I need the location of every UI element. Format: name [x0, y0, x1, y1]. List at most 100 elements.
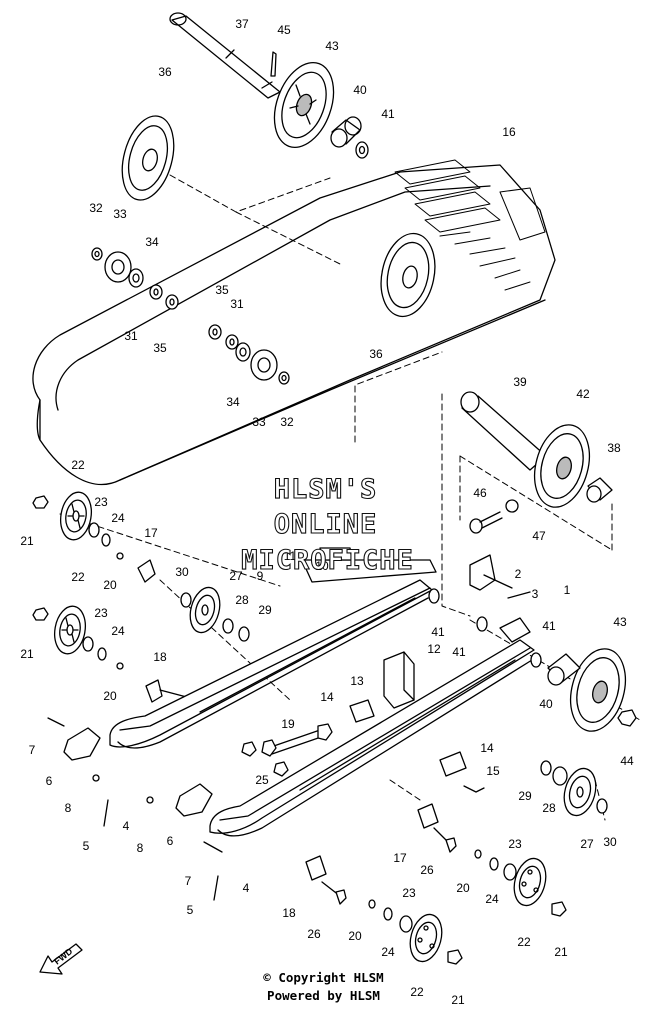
callout-number: 26: [420, 863, 434, 877]
washer-top: [355, 141, 369, 159]
bolt-and-bracket: [469, 499, 531, 599]
slide-wheel-upper-left: [60, 491, 92, 541]
callout-number: 23: [94, 606, 108, 620]
axle-bracket-lower: [145, 679, 199, 703]
callout-number: 22: [517, 935, 531, 949]
callout-number: 27: [229, 569, 243, 583]
callout-number: 8: [65, 801, 72, 815]
callout-number: 34: [226, 395, 240, 409]
callout-number: 35: [153, 341, 167, 355]
callout-number: 24: [111, 624, 125, 638]
callout-number: 5: [83, 839, 90, 853]
forward-arrow: [39, 943, 83, 975]
slide-rail-right: [209, 617, 535, 837]
callout-number: 26: [307, 927, 321, 941]
callout-number: 6: [46, 774, 53, 788]
callout-number: 16: [502, 125, 516, 139]
slide-rail-left: [109, 547, 437, 749]
axle-bracket-right: [417, 803, 457, 853]
callout-number: 45: [277, 23, 291, 37]
callout-number: 36: [158, 65, 172, 79]
callout-number: 46: [473, 486, 487, 500]
callout-number: 14: [320, 690, 334, 704]
callout-number: 29: [518, 789, 532, 803]
watermark-line-3: MICROFICHE: [241, 544, 414, 576]
wheel-spacer-top: [330, 116, 362, 148]
callout-number: 23: [508, 837, 522, 851]
axle-bracket-bottom: [305, 855, 347, 905]
callout-number: 22: [410, 985, 424, 999]
callout-number: 30: [603, 835, 617, 849]
callout-number: 7: [29, 743, 36, 757]
idler-wheel-lower-right: [530, 648, 637, 732]
washers-right: [428, 588, 488, 632]
callout-number: 25: [255, 773, 269, 787]
callout-number: 18: [282, 906, 296, 920]
idler-wheel-left: [121, 115, 175, 201]
slide-wheel-bottom: [368, 899, 463, 965]
callout-number: 9: [257, 569, 264, 583]
slide-wheel-mid-left: [54, 605, 86, 655]
callout-number: 41: [381, 107, 395, 121]
callout-number: 1: [564, 583, 571, 597]
callout-number: 20: [103, 578, 117, 592]
watermark-line-1: HLSM'S: [273, 473, 378, 505]
callout-number: 33: [252, 415, 266, 429]
callout-number: 21: [20, 647, 34, 661]
callout-number: 42: [576, 387, 590, 401]
callout-number: 47: [532, 529, 546, 543]
callout-number: 32: [89, 201, 103, 215]
callout-number: 13: [350, 674, 364, 688]
rear-axle-shaft: [169, 12, 281, 99]
callout-number: 21: [451, 993, 465, 1007]
callout-number: 3: [532, 587, 539, 601]
callout-number: 24: [485, 892, 499, 906]
slide-wheel-right: [540, 760, 608, 817]
rail-tip-upper: [47, 717, 109, 827]
callout-number: 21: [20, 534, 34, 548]
callout-number: 44: [620, 754, 634, 768]
callout-number: 33: [113, 207, 127, 221]
callout-number: 20: [456, 881, 470, 895]
callout-number: 4: [123, 819, 130, 833]
callout-number: 40: [539, 697, 553, 711]
callout-number: 28: [542, 801, 556, 815]
copyright-text: © Copyright HLSM: [263, 970, 384, 985]
callout-number: 18: [153, 650, 167, 664]
callout-number: 21: [554, 945, 568, 959]
nuts-left: [32, 495, 124, 670]
callout-number: 15: [486, 764, 500, 778]
callout-number: 10: [315, 559, 329, 573]
callout-number: 14: [480, 741, 494, 755]
callout-number: 19: [281, 717, 295, 731]
callout-number: 39: [513, 375, 527, 389]
callout-number: 11: [284, 549, 297, 563]
powered-by-text: Powered by HLSM: [267, 988, 380, 1003]
cotter-pin: [270, 51, 277, 77]
bearing-set-upper: [91, 247, 179, 310]
callout-number: 23: [94, 495, 108, 509]
callout-number: 27: [580, 837, 594, 851]
callout-number: 32: [280, 415, 294, 429]
callout-number: 22: [71, 570, 85, 584]
drive-track: [32, 159, 556, 486]
callout-number: 41: [452, 645, 466, 659]
callout-number: 20: [348, 929, 362, 943]
axle-bracket-upper: [137, 559, 156, 583]
callout-number: 24: [381, 945, 395, 959]
callout-number: 23: [402, 886, 416, 900]
rivet-upper: [463, 785, 485, 793]
rear-shaft-lower: [460, 391, 547, 471]
callout-number: 31: [230, 297, 244, 311]
stopper-block: [383, 651, 415, 709]
callout-number: 41: [542, 619, 556, 633]
callout-number: 34: [145, 235, 159, 249]
callout-number: 7: [185, 874, 192, 888]
callout-number: 8: [137, 841, 144, 855]
callout-number: 31: [124, 329, 138, 343]
callout-number: 29: [258, 603, 272, 617]
callout-number: 17: [393, 851, 407, 865]
callout-number: 20: [103, 689, 117, 703]
callout-number: 6: [167, 834, 174, 848]
